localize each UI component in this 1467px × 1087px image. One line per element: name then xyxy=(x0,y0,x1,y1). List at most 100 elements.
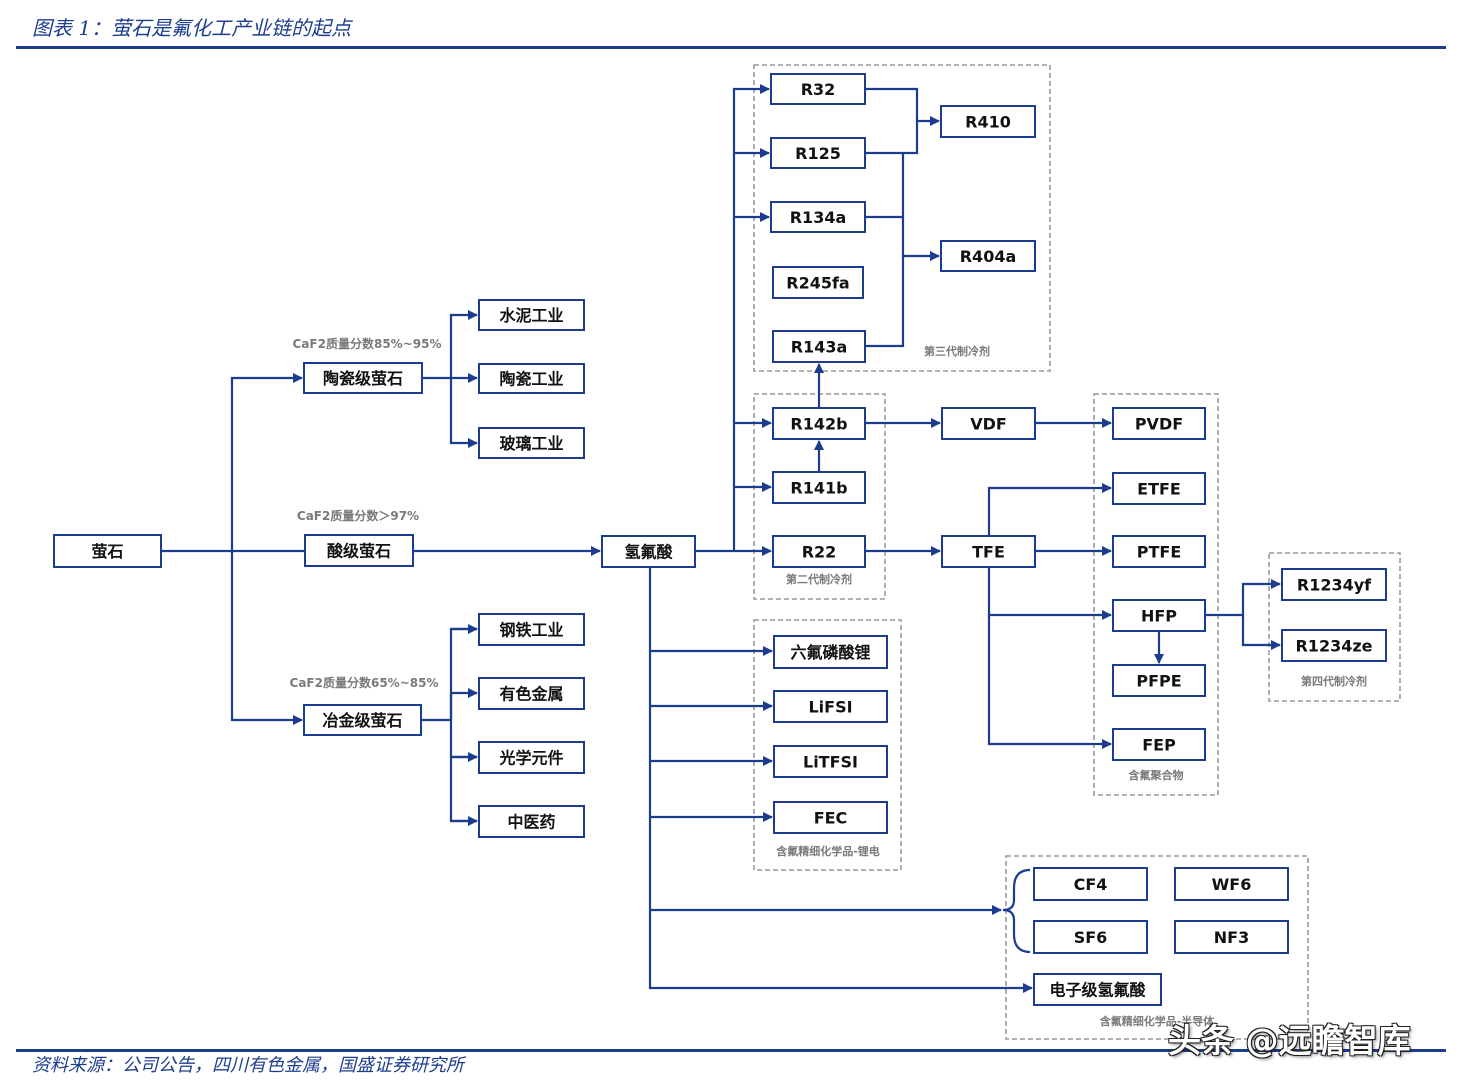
node-pfpe-box xyxy=(1112,664,1206,697)
node-tfe-box xyxy=(941,535,1036,568)
group-gen4-label: 第四代制冷剂 xyxy=(1301,674,1367,688)
node-fluorite: 萤石 xyxy=(53,534,162,568)
node-steel-box xyxy=(478,613,585,646)
node-hfp: HFP xyxy=(1112,599,1206,632)
connector-37 xyxy=(1241,579,1281,615)
node-wf6-label: WF6 xyxy=(1212,875,1252,894)
node-r141b-box xyxy=(772,471,866,504)
node-sf6-label: SF6 xyxy=(1074,928,1108,947)
node-metal_grade: 冶金级萤石 xyxy=(303,704,422,736)
node-ceramics: 陶瓷工业 xyxy=(478,363,585,394)
node-metal_grade-box xyxy=(303,704,422,736)
node-r1234ze-box xyxy=(1281,629,1387,662)
node-cement: 水泥工业 xyxy=(478,299,585,331)
node-etfe: ETFE xyxy=(1112,472,1206,505)
node-ehf-label: 电子级氢氟酸 xyxy=(1049,981,1146,1000)
node-ceramics-label: 陶瓷工业 xyxy=(499,370,563,389)
node-ptfe-label: PTFE xyxy=(1137,543,1182,562)
node-tfe: TFE xyxy=(941,535,1036,568)
node-steel: 钢铁工业 xyxy=(478,613,585,646)
note-metal_spec: CaF2质量分数65%~85% xyxy=(290,675,439,690)
connector-11 xyxy=(449,757,477,823)
node-fluorite-label: 萤石 xyxy=(91,542,123,561)
note-ceramic_spec: CaF2质量分数85%~95% xyxy=(293,336,442,351)
node-nf3-label: NF3 xyxy=(1214,928,1249,947)
node-sf6: SF6 xyxy=(1033,920,1148,954)
node-litfsi: LiTFSI xyxy=(773,745,888,778)
top-rule xyxy=(16,46,1446,49)
node-tfe-label: TFE xyxy=(972,543,1005,562)
connector-23 xyxy=(865,153,905,348)
group-fine_semi-label: 含氟精细化学品-半导体 xyxy=(1099,1014,1216,1028)
node-litfsi-label: LiTFSI xyxy=(803,753,858,772)
node-fec-label: FEC xyxy=(814,809,848,828)
node-pfpe-label: PFPE xyxy=(1136,672,1181,691)
node-vdf-box xyxy=(941,407,1036,440)
node-r22-box xyxy=(772,535,866,568)
node-r32-label: R32 xyxy=(801,80,836,99)
node-cement-box xyxy=(478,299,585,331)
connector-2 xyxy=(230,551,303,725)
node-tcm-box xyxy=(478,805,585,838)
node-metal_grade-label: 冶金级萤石 xyxy=(322,711,402,730)
node-cf4-box xyxy=(1033,867,1148,901)
node-r245fa-label: R245fa xyxy=(786,274,849,293)
group-fine_li-frame xyxy=(753,619,902,871)
node-r143a-label: R143a xyxy=(791,338,848,357)
node-ptfe-box xyxy=(1112,535,1206,568)
node-r245fa: R245fa xyxy=(772,266,864,299)
node-r143a-box xyxy=(772,330,866,363)
node-r134a: R134a xyxy=(770,201,866,233)
node-r1234yf-box xyxy=(1281,568,1387,601)
connector-32 xyxy=(987,483,1112,536)
node-optics: 光学元件 xyxy=(478,741,585,774)
group-gen4: 第四代制冷剂 xyxy=(1268,552,1401,702)
node-r1234ze: R1234ze xyxy=(1281,629,1387,662)
node-ehf-box xyxy=(1033,973,1162,1006)
group-fine_li: 含氟精细化学品-锂电 xyxy=(753,619,902,871)
node-r404a-box xyxy=(940,240,1036,272)
connector-20 xyxy=(865,87,919,121)
node-nonferrous-box xyxy=(478,677,585,710)
group-polymers: 含氟聚合物 xyxy=(1093,393,1219,796)
connector-39 xyxy=(648,567,1033,993)
node-wf6-box xyxy=(1174,867,1289,901)
node-r142b-box xyxy=(772,407,866,440)
node-lipf6: 六氟磷酸锂 xyxy=(773,635,888,669)
node-r134a-label: R134a xyxy=(790,208,847,227)
connector-45 xyxy=(1002,868,1031,954)
node-lifsi-box xyxy=(773,690,888,723)
node-r1234ze-label: R1234ze xyxy=(1295,637,1372,656)
node-litfsi-box xyxy=(773,745,888,778)
node-glass-box xyxy=(478,427,585,459)
node-r142b-label: R142b xyxy=(790,415,847,434)
source-note: 资料来源：公司公告，四川有色金属，国盛证券研究所 xyxy=(32,1055,464,1076)
group-fine_li-label: 含氟精细化学品-锂电 xyxy=(775,844,880,858)
node-acid_grade-box xyxy=(304,534,414,567)
node-r125: R125 xyxy=(770,137,866,169)
node-tcm: 中医药 xyxy=(478,805,585,838)
node-acid_grade: 酸级萤石 xyxy=(304,534,414,567)
connector-21 xyxy=(865,121,919,155)
node-ceramic_grade: 陶瓷级萤石 xyxy=(303,362,423,394)
node-lipf6-label: 六氟磷酸锂 xyxy=(790,643,870,662)
node-pvdf-box xyxy=(1112,407,1206,440)
node-glass-label: 玻璃工业 xyxy=(499,434,563,453)
node-wf6: WF6 xyxy=(1174,867,1289,901)
node-hf-box xyxy=(601,535,696,568)
node-cf4: CF4 xyxy=(1033,867,1148,901)
node-tcm-label: 中医药 xyxy=(507,813,555,832)
node-r141b-label: R141b xyxy=(790,479,847,498)
node-r32-box xyxy=(770,73,866,105)
group-polymers-label: 含氟聚合物 xyxy=(1128,768,1184,782)
node-r410: R410 xyxy=(940,105,1036,138)
node-pvdf-label: PVDF xyxy=(1135,415,1183,434)
node-fep-box xyxy=(1112,728,1206,761)
node-r32: R32 xyxy=(770,73,866,105)
connector-33 xyxy=(987,567,1112,620)
node-fep: FEP xyxy=(1112,728,1206,761)
node-hf: 氢氟酸 xyxy=(601,535,696,568)
connector-6 xyxy=(421,627,477,722)
node-fec: FEC xyxy=(773,801,888,834)
